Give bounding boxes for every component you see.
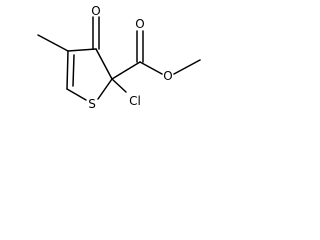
atom-o-ketone: O	[91, 4, 100, 18]
bond-ester-c-o-single	[139, 61, 163, 75]
atom-cl-chlorine: Cl	[129, 94, 141, 108]
bond-c5-c4-2	[72, 54, 75, 87]
chemical-structure-diagram: O O O S Cl	[37, 4, 201, 111]
atom-o-carbonyl: O	[135, 17, 144, 31]
bond-o-methyl	[173, 59, 201, 75]
bond-s-c5	[66, 88, 87, 101]
bond-c3-c2	[95, 48, 113, 80]
bond-c5-c4-1	[66, 50, 69, 90]
bond-c4-c3	[67, 48, 97, 52]
atom-o-ester: O	[163, 69, 172, 83]
atom-labels: O O O S Cl	[88, 4, 173, 111]
bond-methyl-ring	[37, 34, 69, 52]
atom-s-sulfur: S	[88, 97, 96, 111]
bond-c2-ester-carbon	[111, 61, 141, 80]
bond-c2-s	[97, 78, 113, 100]
bond-c2-cl	[111, 78, 127, 93]
bond-group	[37, 16, 201, 101]
